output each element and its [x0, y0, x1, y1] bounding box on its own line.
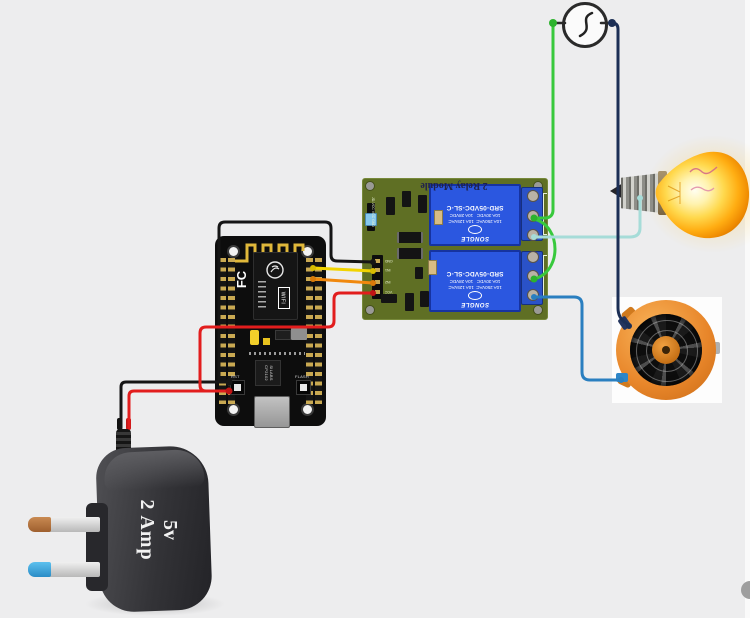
wifi-label: WIFI	[279, 291, 286, 305]
fcc-mark: FC	[234, 270, 250, 289]
bulb[interactable]	[610, 140, 750, 245]
chip-brand: SILABS	[269, 365, 274, 381]
module-title: 2 Relay Module	[420, 180, 488, 191]
pin-label-in1: IN1	[385, 268, 391, 272]
contact-silkscreen	[543, 193, 547, 235]
scroll-nub[interactable]	[741, 581, 750, 599]
terminal-screw[interactable]	[527, 190, 539, 202]
mounting-hole	[365, 305, 375, 315]
power-adapter[interactable]: 5v 2 Amp	[20, 415, 220, 615]
relay-model: SRD-05VDC-SL-C	[446, 270, 504, 277]
nodemcu-board[interactable]: FC WIFI SILABS CP2102 RST F	[215, 236, 326, 428]
bulb-filament-icon	[690, 186, 715, 192]
smd-part	[381, 294, 397, 303]
pad-row	[249, 352, 305, 355]
terminal-dot-ac-neutral-terminal[interactable]	[549, 19, 557, 27]
smd-part	[420, 291, 429, 307]
regulator	[291, 328, 307, 340]
terminal-screw[interactable]	[527, 229, 539, 241]
chip-text-lines	[258, 281, 266, 311]
terminal-screw[interactable]	[527, 270, 539, 282]
bulb-filament-icon	[689, 166, 718, 175]
pin-label-gnd: GND	[385, 259, 393, 263]
terminal-dot-ac-live-terminal[interactable]	[608, 19, 616, 27]
pin-header-right-outer[interactable]	[315, 258, 322, 404]
bulb-filament-wires	[667, 182, 681, 204]
sine-icon	[578, 11, 594, 38]
fan-connector-bottom	[616, 373, 628, 382]
header-pin	[375, 290, 380, 294]
smd-part	[275, 330, 291, 340]
relay-rating-ac: 10A 250VAC 10A 125VAC	[448, 285, 502, 290]
terminal-screw[interactable]	[527, 289, 539, 301]
adapter-voltage: 5v	[159, 520, 181, 540]
relay-rating-ac: 10A 250VAC 10A 125VAC	[448, 219, 502, 224]
prong-tip-brown	[28, 517, 51, 532]
terminal-screw[interactable]	[527, 251, 539, 263]
usb-uart-chip: SILABS CP2102	[255, 360, 281, 386]
plug-prong-top	[48, 517, 100, 532]
optocoupler-ic	[397, 232, 423, 243]
wifi-badge: WIFI	[278, 287, 290, 309]
optocoupler-ic	[397, 248, 423, 259]
fan-grill	[636, 320, 698, 382]
right-edge-strip	[745, 0, 750, 618]
flash-button[interactable]	[296, 380, 311, 395]
smd-part	[415, 267, 423, 279]
chip-model: CP2102	[264, 365, 269, 381]
mounting-hole	[533, 305, 543, 315]
terminal-screw[interactable]	[527, 210, 539, 222]
usb-connector[interactable]	[254, 396, 290, 428]
cqc-logo-icon	[468, 225, 482, 234]
fan-grill	[646, 330, 688, 372]
adapter-body-highlight	[103, 448, 205, 492]
relay-model: SRD-05VDC-SL-C	[446, 204, 504, 211]
mounting-hole	[301, 403, 314, 416]
pin-label-in2: IN2	[385, 280, 391, 284]
relay-brand: SONGLE	[460, 301, 490, 307]
fan[interactable]	[616, 300, 720, 400]
led	[250, 330, 259, 345]
jumper-label: JD-VCC VCC GND	[371, 197, 375, 227]
plug-prong-bottom	[48, 562, 100, 577]
espressif-logo-icon	[266, 261, 284, 279]
adapter-current: 2 Amp	[136, 499, 158, 561]
relay-rating-dc: 10A 30VDC 10A 28VDC	[449, 279, 501, 285]
smd-resistor	[428, 260, 437, 275]
mounting-hole	[227, 403, 240, 416]
header-pin	[375, 259, 380, 263]
rst-label: RST	[231, 374, 240, 379]
contact-silkscreen	[543, 255, 547, 297]
header-pin	[375, 280, 380, 284]
esp8266-shield: WIFI	[253, 252, 298, 320]
relay-rating-dc: 10A 30VDC 10A 28VDC	[449, 213, 501, 219]
smd-part	[386, 197, 395, 215]
smd-part	[418, 195, 427, 213]
smd-part	[405, 293, 414, 311]
adapter-label: 5v 2 Amp	[115, 487, 201, 573]
ac-source[interactable]	[562, 2, 608, 48]
smd-resistor	[434, 210, 443, 225]
pin-header-left-outer[interactable]	[219, 258, 226, 404]
prong-tip-blue	[28, 562, 51, 577]
fan-hub-center	[662, 346, 670, 354]
relay-module[interactable]: SONGLE 10A 250VAC 10A 125VAC 10A 30VDC 1…	[362, 178, 548, 320]
rst-button[interactable]	[230, 380, 245, 395]
relay-brand: SONGLE	[460, 235, 490, 241]
smd-led	[263, 338, 270, 345]
smd-part	[402, 191, 411, 207]
bulb-glass	[655, 151, 750, 239]
cqc-logo-icon	[468, 291, 482, 300]
relay-2[interactable]: SONGLE 10A 250VAC 10A 125VAC 10A 30VDC 1…	[429, 250, 521, 312]
flash-label: FLASH	[295, 374, 309, 379]
header-pin	[375, 268, 380, 272]
